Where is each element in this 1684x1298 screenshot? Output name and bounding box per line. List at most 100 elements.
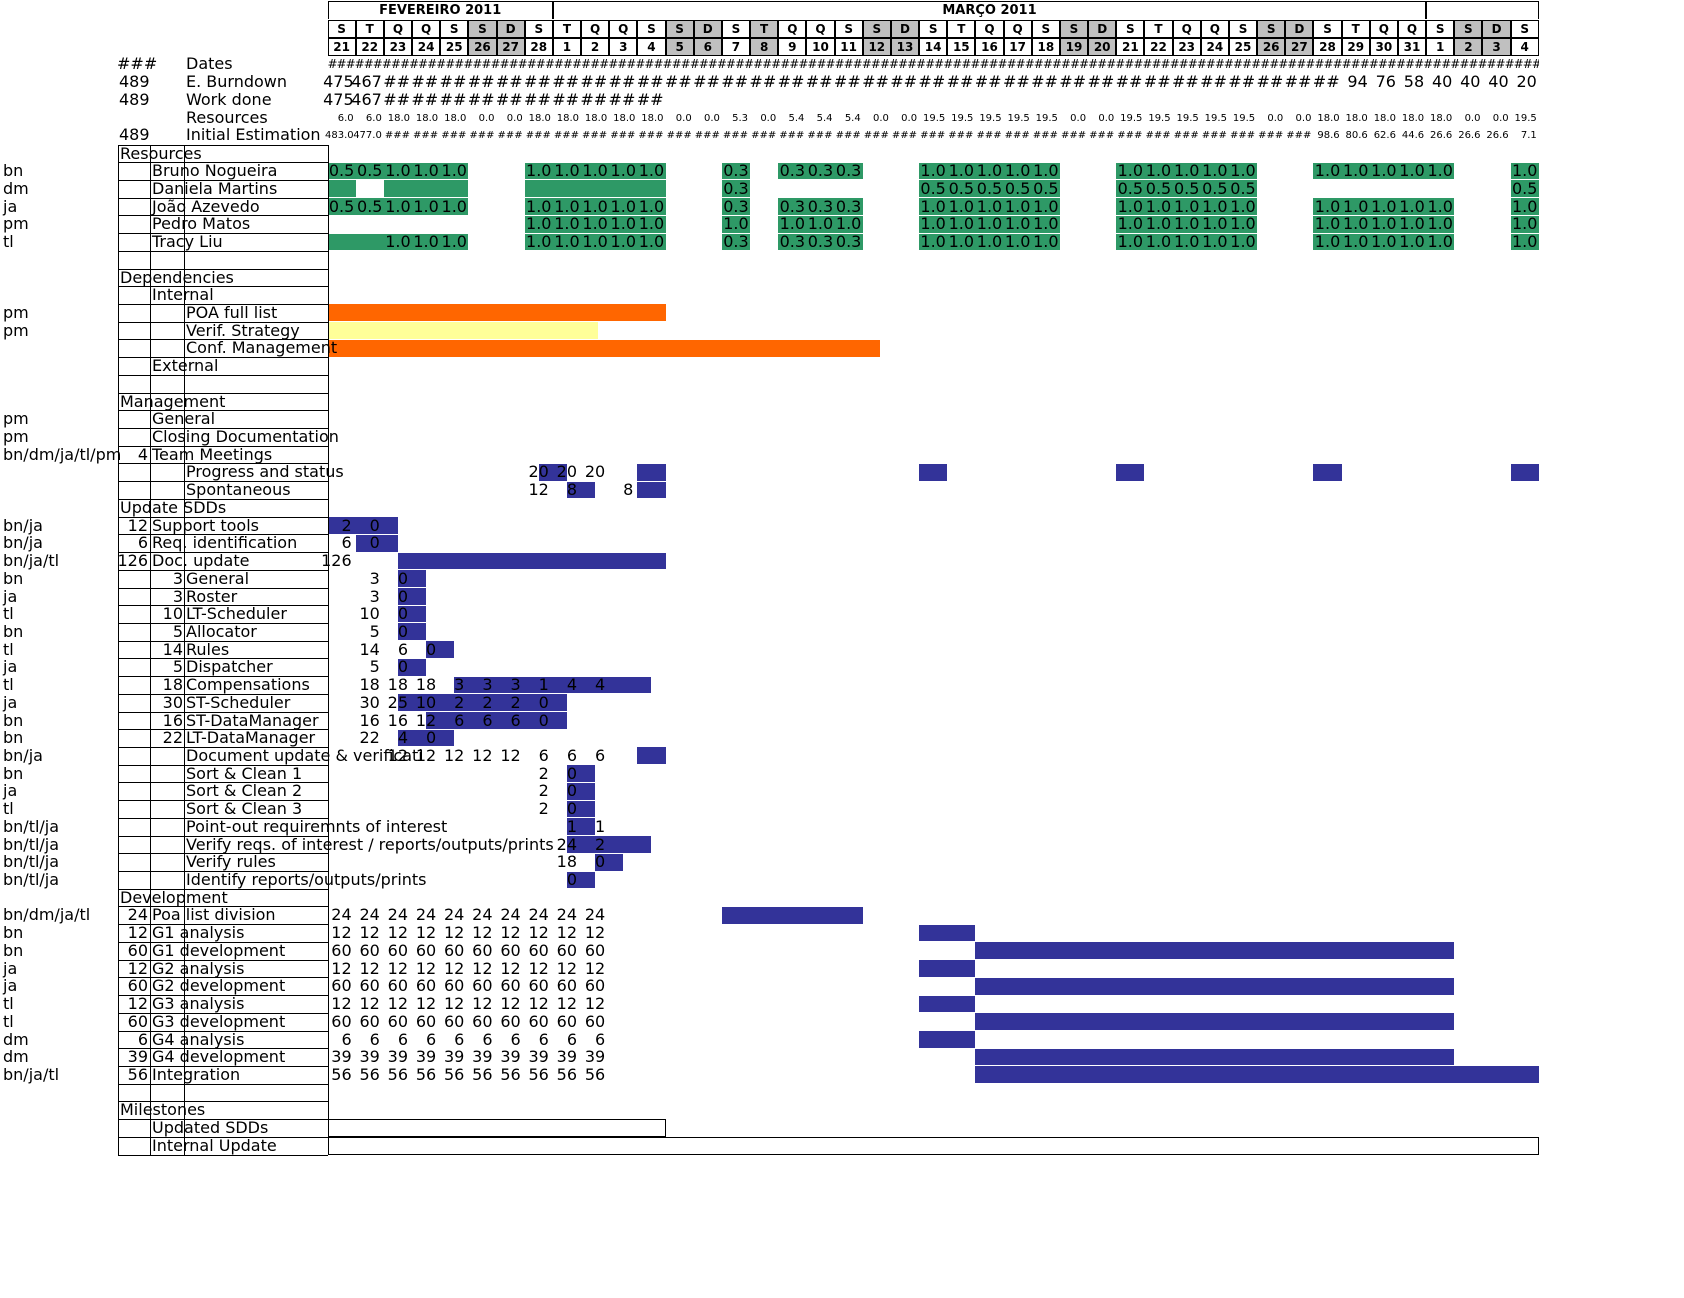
gantt-cell-value: 12 — [387, 994, 408, 1014]
summary-work-cell: 467 — [351, 90, 382, 109]
summary-resources-cell: 0.0 — [703, 113, 720, 124]
gantt-cell-value: 4 — [566, 675, 578, 695]
row-owner: bn/ja/tl — [3, 551, 60, 571]
row-divider — [118, 197, 328, 199]
summary-burndown-cell: 475 — [323, 72, 354, 91]
summary-initial-cell: ### — [1229, 130, 1256, 141]
gantt-cell-value: 60 — [584, 1011, 606, 1031]
day-weekday: D — [702, 22, 713, 36]
gantt-cell-value: 24 — [415, 905, 437, 925]
day-header-cell — [1426, 38, 1455, 56]
summary-burndown-cell: 467 — [351, 72, 382, 91]
day-weekday: Q — [420, 22, 432, 36]
day-weekday: Q — [1181, 22, 1192, 36]
gantt-cell-value: 60 — [359, 940, 380, 960]
row-owner: ja — [3, 781, 18, 801]
day-weekday: S — [534, 22, 544, 36]
summary-burndown-cell: ## — [1031, 72, 1058, 91]
summary-resources-cell: 0.0 — [1098, 113, 1115, 124]
summary-initial-cell: ### — [1173, 130, 1199, 141]
gantt-cell-value: 2 — [538, 799, 549, 819]
gantt-cell-value: 4 — [595, 675, 606, 695]
day-header-cell — [665, 38, 694, 56]
day-header-cell — [609, 20, 638, 38]
day-header-cell — [440, 20, 469, 38]
row-owner: bn — [3, 621, 24, 641]
gantt-cell-value: 1.0 — [1427, 196, 1453, 216]
row-owner: dm — [3, 1047, 29, 1067]
day-weekday: D — [1097, 22, 1108, 36]
day-header-cell — [778, 38, 807, 56]
row-owner: tl — [3, 232, 14, 252]
row-estimate: 60 — [127, 940, 148, 960]
gantt-cell-value: 1.0 — [976, 232, 1003, 252]
summary-burndown-cell: ## — [580, 72, 608, 91]
gantt-cell-value: 1.0 — [1202, 214, 1228, 234]
row-divider — [118, 179, 328, 181]
gantt-cell-value: 1.0 — [1399, 196, 1425, 216]
summary-initial-cell: ### — [1145, 130, 1171, 141]
gantt-cell-value: 12 — [500, 994, 521, 1014]
gantt-bar — [975, 942, 1455, 960]
row-owner: bn/dm/ja/tl/pm — [3, 444, 122, 464]
row-label: Point-out requiremnts of interest — [186, 816, 448, 836]
summary-burndown-cell: ## — [721, 72, 749, 91]
gantt-cell-value: 60 — [556, 976, 578, 996]
day-header-cell — [834, 20, 863, 38]
row-owner: bn — [3, 568, 24, 588]
gantt-bar — [1313, 215, 1455, 233]
row-estimate: 12 — [127, 515, 148, 535]
day-header-cell — [721, 38, 751, 56]
day-weekday: S — [1126, 22, 1135, 36]
gantt-cell-value: 12 — [472, 745, 493, 765]
day-weekday: S — [337, 22, 346, 36]
day-header-cell — [412, 38, 441, 56]
gantt-cell-value: 12 — [387, 923, 408, 943]
gantt-cell-value: 0 — [538, 692, 549, 712]
gantt-cell-value: 60 — [556, 1011, 578, 1031]
summary-resources-cell: 18.0 — [1317, 113, 1340, 124]
row-label: Closing Documentation — [152, 427, 339, 447]
day-weekday: S — [675, 22, 684, 36]
row-divider — [118, 498, 328, 500]
summary-resources-cell: 19.5 — [1120, 113, 1143, 124]
gantt-cell-value: 60 — [472, 940, 493, 960]
row-divider — [118, 481, 328, 483]
gantt-cell-value: 24 — [359, 905, 380, 925]
day-header-cell — [383, 20, 412, 38]
gantt-cell-value: 56 — [528, 1064, 549, 1084]
row-label: General — [152, 409, 216, 429]
gantt-cell-value: 56 — [415, 1064, 437, 1084]
gantt-cell-value: 12 — [387, 958, 408, 978]
table-right-border — [327, 144, 329, 1155]
gantt-cell-value: 39 — [359, 1047, 380, 1067]
day-header-cell — [1454, 38, 1483, 56]
row-divider — [118, 374, 328, 376]
summary-resources-cell: 0.0 — [1295, 113, 1312, 124]
gantt-bar — [327, 162, 469, 180]
gantt-cell-value: 1.0 — [1004, 196, 1031, 216]
gantt-cell-value: 1.0 — [554, 232, 580, 252]
day-header-cell — [581, 38, 610, 56]
gantt-bar — [524, 215, 666, 233]
gantt-cell-value: 0.3 — [779, 196, 806, 216]
row-owner: pm — [3, 320, 29, 340]
gantt-cell-value: 12 — [584, 994, 606, 1014]
row-divider — [118, 1065, 328, 1067]
summary-burndown-cell: 58 — [1403, 72, 1425, 91]
row-owner: pm — [3, 427, 29, 447]
row-estimate: 5 — [172, 621, 183, 641]
row-owner: bn — [3, 763, 24, 783]
day-header-cell — [1003, 38, 1032, 56]
gantt-cell-value: 25 — [387, 692, 408, 712]
gantt-cell-value: 1 — [566, 816, 578, 836]
row-estimate: 60 — [127, 976, 148, 996]
dates-prefix: ### — [117, 54, 158, 73]
summary-initial-cell: ### — [384, 130, 410, 141]
row-label: Progress and status — [186, 462, 344, 482]
gantt-cell-value: 0.3 — [835, 161, 862, 181]
summary-resources-cell: 18.0 — [1430, 113, 1453, 124]
gantt-cell-value: 3 — [510, 675, 521, 695]
summary-burndown-cell: 20 — [1516, 72, 1537, 91]
gantt-cell-value: 56 — [472, 1064, 493, 1084]
